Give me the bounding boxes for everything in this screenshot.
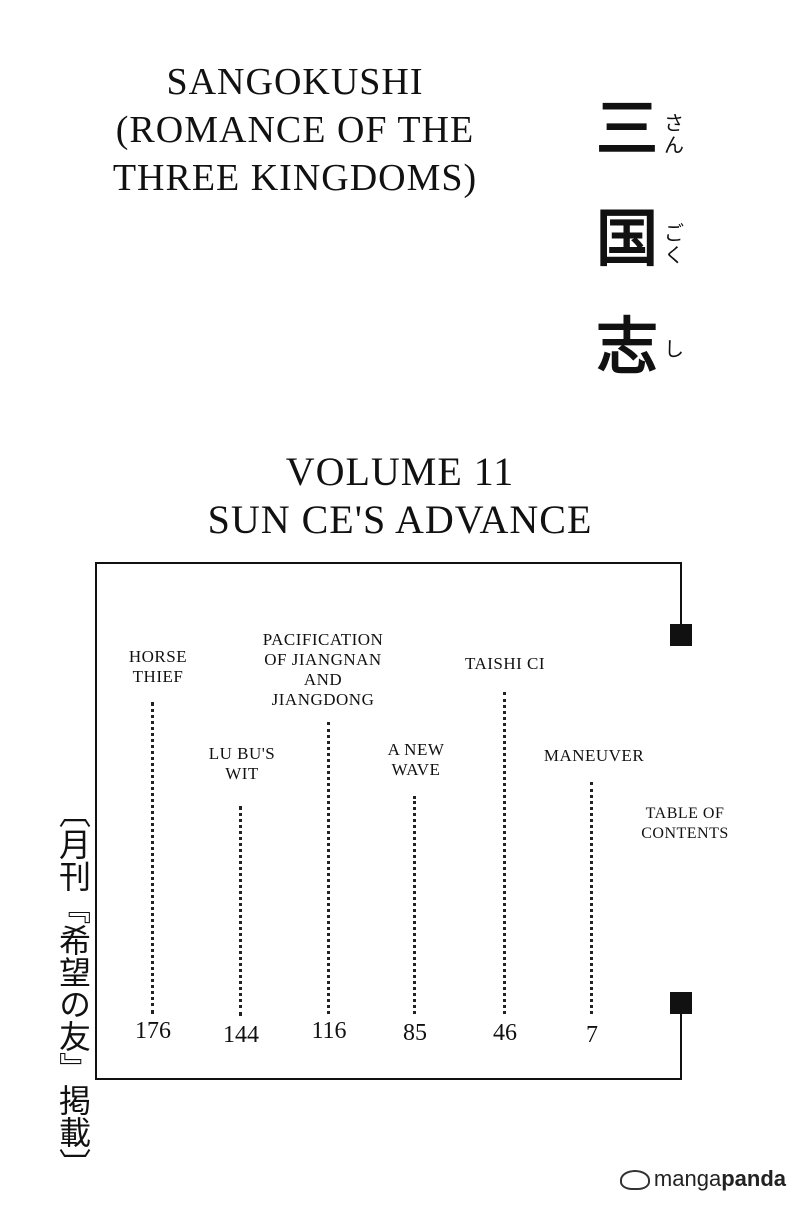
title-line-2: (ROMANCE OF THE (115, 109, 475, 151)
dotted-leader (239, 806, 242, 1016)
title-line-3: THREE KINGDOMS) (112, 157, 478, 199)
dotted-leader (327, 722, 330, 1014)
furigana-san: さん (664, 111, 684, 157)
kanji-goku: 国 (596, 202, 659, 275)
volume-number: VOLUME 11 (285, 449, 515, 494)
chapter-title: A NEW WAVE (387, 740, 445, 779)
frame-marker-bottom (670, 992, 692, 1014)
dotted-leader (151, 702, 154, 1014)
page-number[interactable]: 46 (493, 1020, 517, 1046)
watermark-logo: mangapanda (619, 1166, 786, 1192)
dotted-leader (503, 692, 506, 1014)
volume-subtitle: SUN CE'S ADVANCE (207, 497, 593, 542)
furigana-goku: ごく (664, 221, 684, 267)
chapter-title: MANEUVER (543, 746, 645, 765)
publication-note: 〔月刊『希望の友』掲載〕 (54, 796, 92, 1180)
chapter-title: LU BU'S WIT (208, 744, 276, 783)
kanji-san: 三 (596, 92, 659, 165)
logo-icon (619, 1170, 650, 1191)
frame-right-bottom-line (680, 1012, 682, 1078)
frame-marker-top (670, 624, 692, 646)
chapter-title: PACIFICATION OF JIANGNAN AND JIANGDONG (262, 630, 384, 709)
dotted-leader (590, 782, 593, 1014)
furigana-shi: し (664, 337, 684, 361)
page-number[interactable]: 144 (223, 1022, 259, 1048)
chapter-title: TAISHI CI (464, 654, 546, 673)
title-english: SANGOKUSHI (ROMANCE OF THE THREE KINGDOM… (80, 58, 510, 202)
dotted-leader (413, 796, 416, 1014)
volume-heading: VOLUME 11 SUN CE'S ADVANCE (150, 448, 650, 544)
page-number[interactable]: 7 (586, 1022, 598, 1048)
page-number[interactable]: 116 (311, 1018, 347, 1044)
kanji-shi: 志 (596, 310, 659, 383)
page-number[interactable]: 85 (403, 1020, 427, 1046)
toc-label: TABLE OF CONTENTS (641, 805, 729, 842)
title-line-1: SANGOKUSHI (166, 61, 424, 103)
toc-frame (95, 562, 682, 1080)
frame-right-top-line (680, 562, 682, 626)
page-number[interactable]: 176 (135, 1018, 171, 1044)
chapter-title: HORSE THIEF (128, 647, 188, 686)
